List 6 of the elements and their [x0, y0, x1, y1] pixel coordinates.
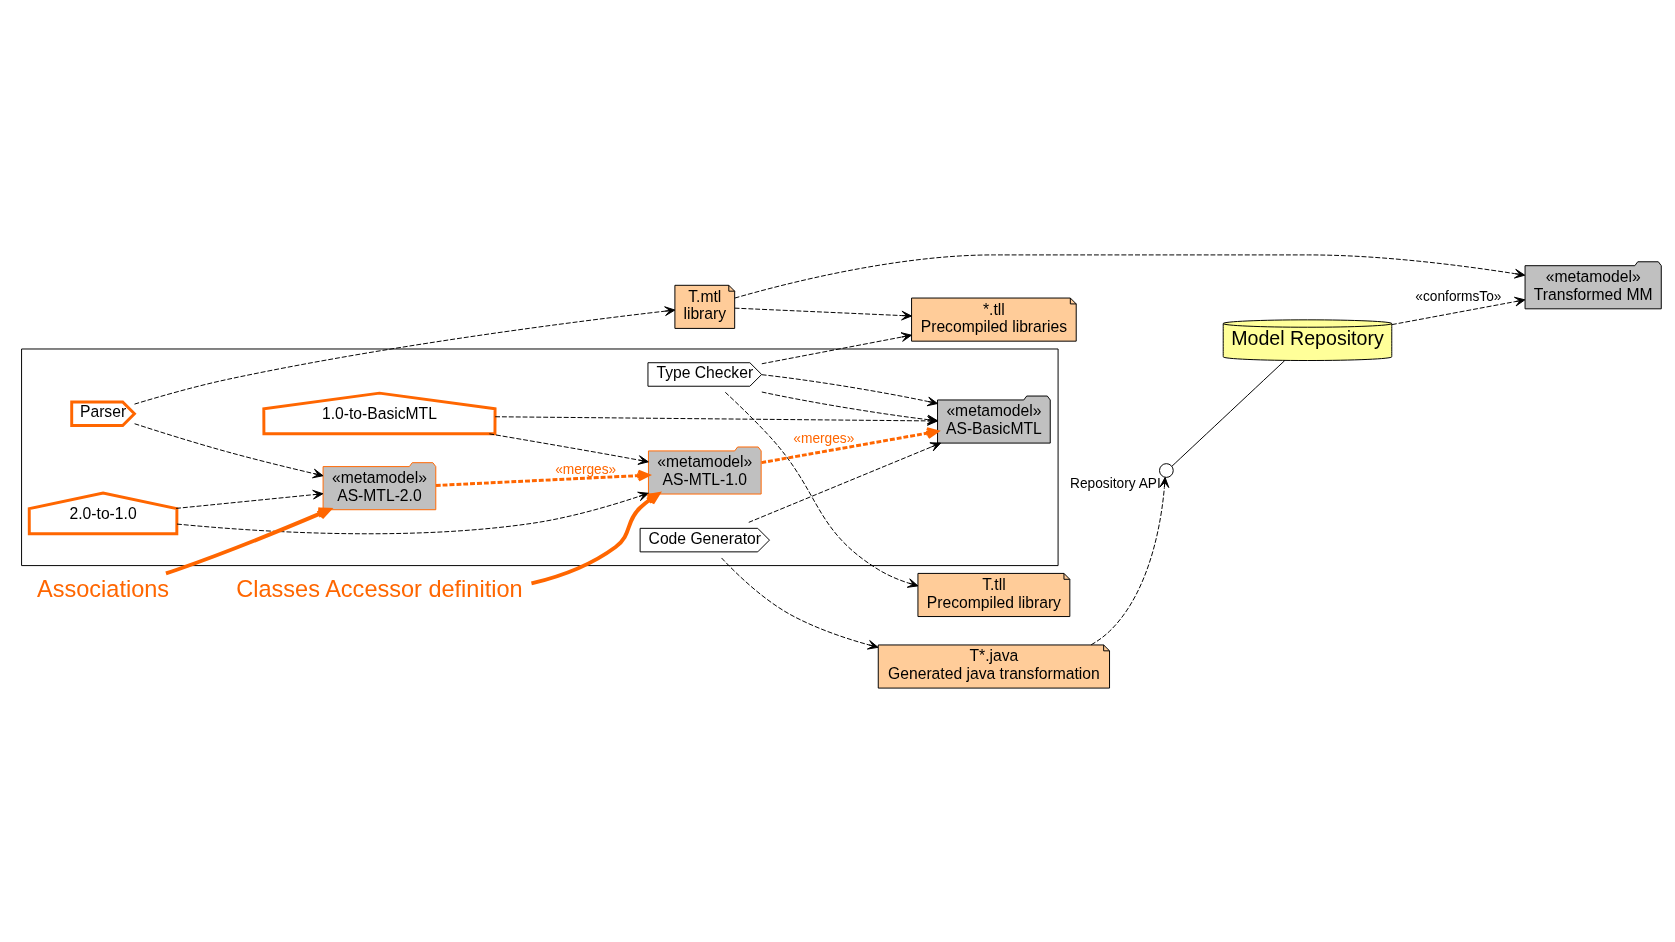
node-text: Classes Accessor definition: [236, 575, 523, 602]
edge-label: «conformsTo»: [1415, 288, 1502, 304]
node-text: Associations: [37, 575, 170, 602]
edge-label: «merges»: [793, 430, 855, 446]
node-label: Repository API: [1070, 475, 1161, 491]
edge-label: «merges»: [555, 461, 617, 477]
